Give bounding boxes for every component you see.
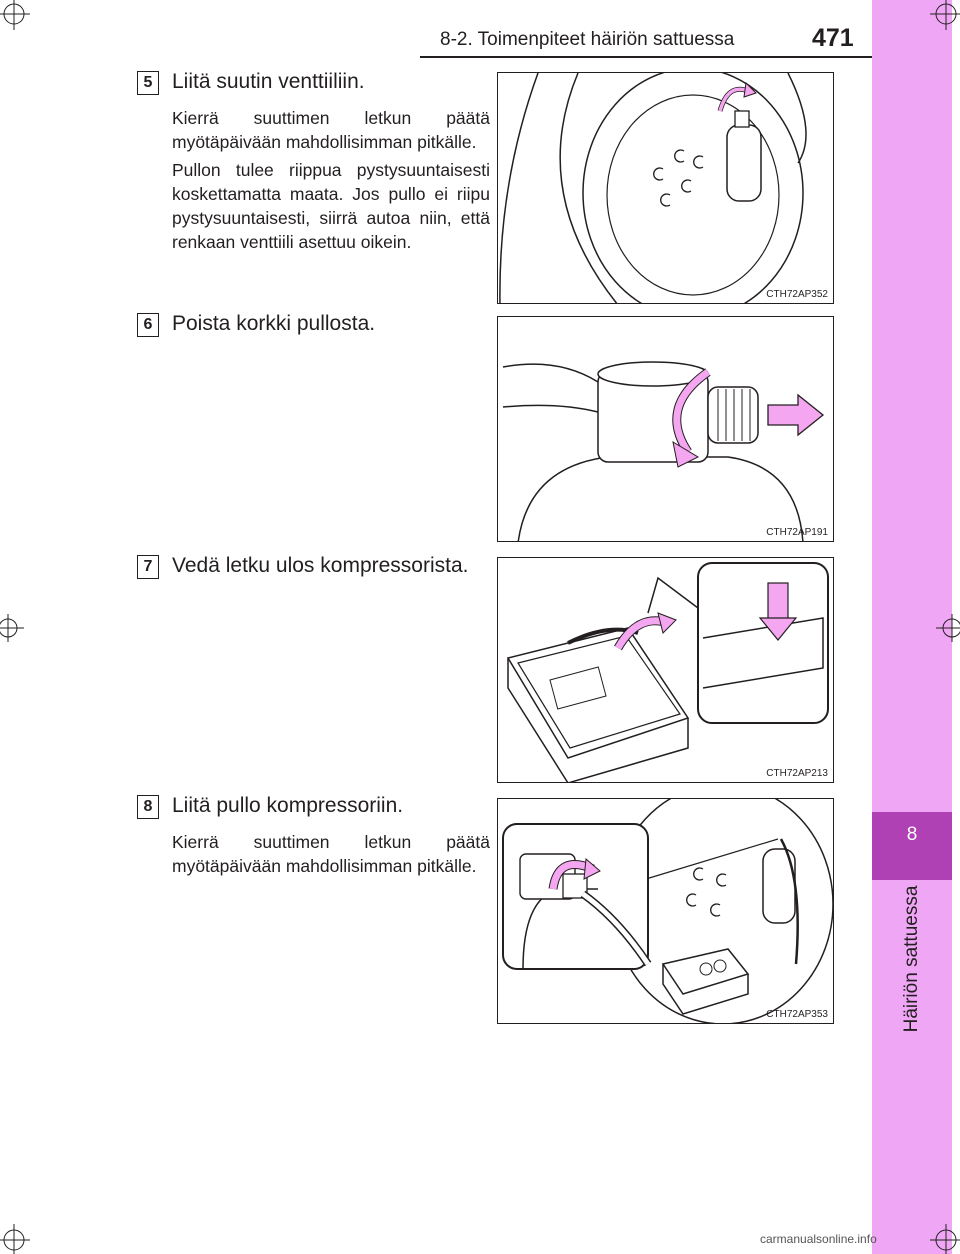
- figure-remove-cap: CTH72AP191: [497, 316, 834, 542]
- crop-mark: [930, 0, 960, 30]
- chapter-number-block: [872, 812, 952, 880]
- figure-valve-nozzle: CTH72AP352: [497, 72, 834, 304]
- step-heading: Liitä suutin venttiiliin.: [172, 70, 365, 93]
- step-number-badge: 8: [137, 795, 159, 819]
- header-divider: [420, 56, 872, 58]
- step-paragraph: Kierrä suuttimen letkun päätä myötäpäivä…: [172, 108, 490, 152]
- chapter-label: Häiriön sattuessa: [901, 885, 922, 1033]
- page-number: 471: [812, 24, 854, 52]
- crop-mark: [0, 0, 30, 30]
- figure-pull-hose: CTH72AP213: [497, 557, 834, 783]
- section-title: 8-2. Toimenpiteet häiriön sattuessa: [440, 29, 735, 50]
- figure-code: CTH72AP191: [766, 527, 828, 538]
- crop-mark: [936, 614, 960, 642]
- chapter-side-tab: [872, 0, 952, 1254]
- step-paragraph: Kierrä suuttimen letkun päätä myötäpäivä…: [172, 832, 490, 876]
- step-heading: Liitä pullo kompressoriin.: [172, 794, 404, 817]
- pull-hose-illustration: [506, 562, 829, 782]
- figure-code: CTH72AP213: [766, 768, 828, 779]
- connect-bottle-illustration: [502, 799, 833, 1023]
- crop-mark: [0, 614, 24, 642]
- step-number-badge: 7: [137, 555, 159, 579]
- chapter-number: 8: [906, 824, 918, 845]
- step-heading: Poista korkki pullosta.: [172, 312, 376, 335]
- remove-cap-illustration: [502, 361, 825, 541]
- step-number-badge: 5: [137, 71, 159, 95]
- valve-nozzle-illustration: [499, 73, 807, 303]
- step-paragraph: Pullon tulee riippua pystysuuntaisesti k…: [172, 160, 490, 252]
- step-heading: Vedä letku ulos kompressorista.: [172, 554, 469, 577]
- figure-code: CTH72AP352: [766, 289, 828, 300]
- crop-mark: [930, 1224, 960, 1254]
- crop-mark: [0, 1224, 30, 1254]
- step-number-badge: 6: [137, 313, 159, 337]
- figure-code: CTH72AP353: [766, 1009, 828, 1020]
- figure-connect-bottle: CTH72AP353: [497, 798, 834, 1024]
- watermark-url[interactable]: carmanualsonline.info: [760, 1232, 877, 1246]
